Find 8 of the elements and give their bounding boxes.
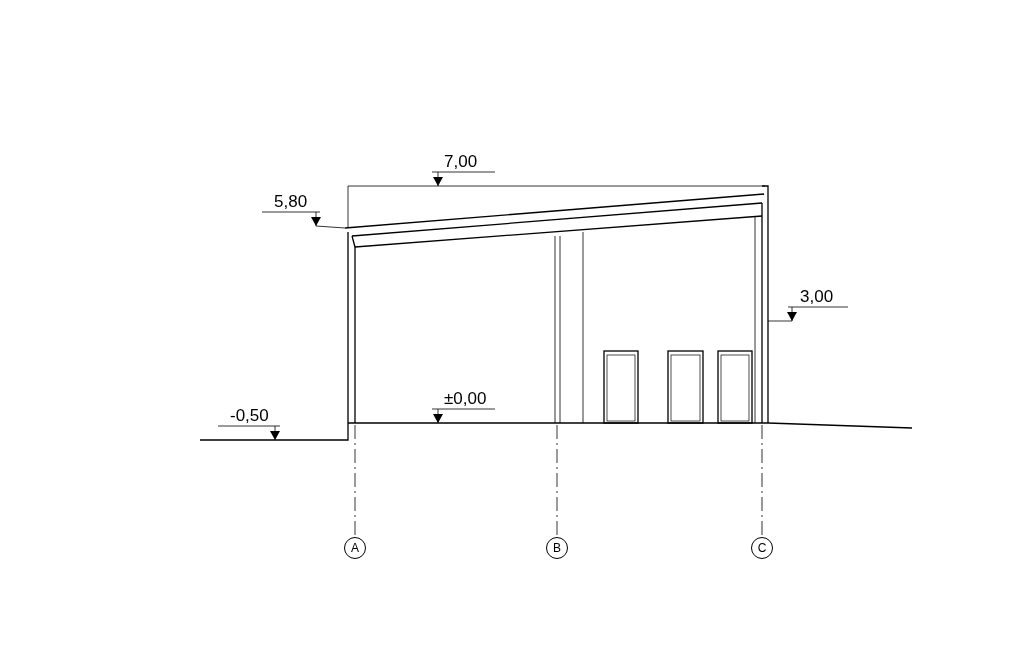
grid-axis-bubble: C xyxy=(751,537,773,559)
elevation-label: 7,00 xyxy=(444,153,478,171)
elevation-label: -0,50 xyxy=(230,407,269,425)
grid-axis-bubble: B xyxy=(546,537,568,559)
elevation-label: 5,80 xyxy=(274,193,308,211)
elevation-label: ±0,00 xyxy=(444,390,487,408)
grid-axis-bubble: A xyxy=(344,537,366,559)
elevation-label: 3,00 xyxy=(800,288,834,306)
